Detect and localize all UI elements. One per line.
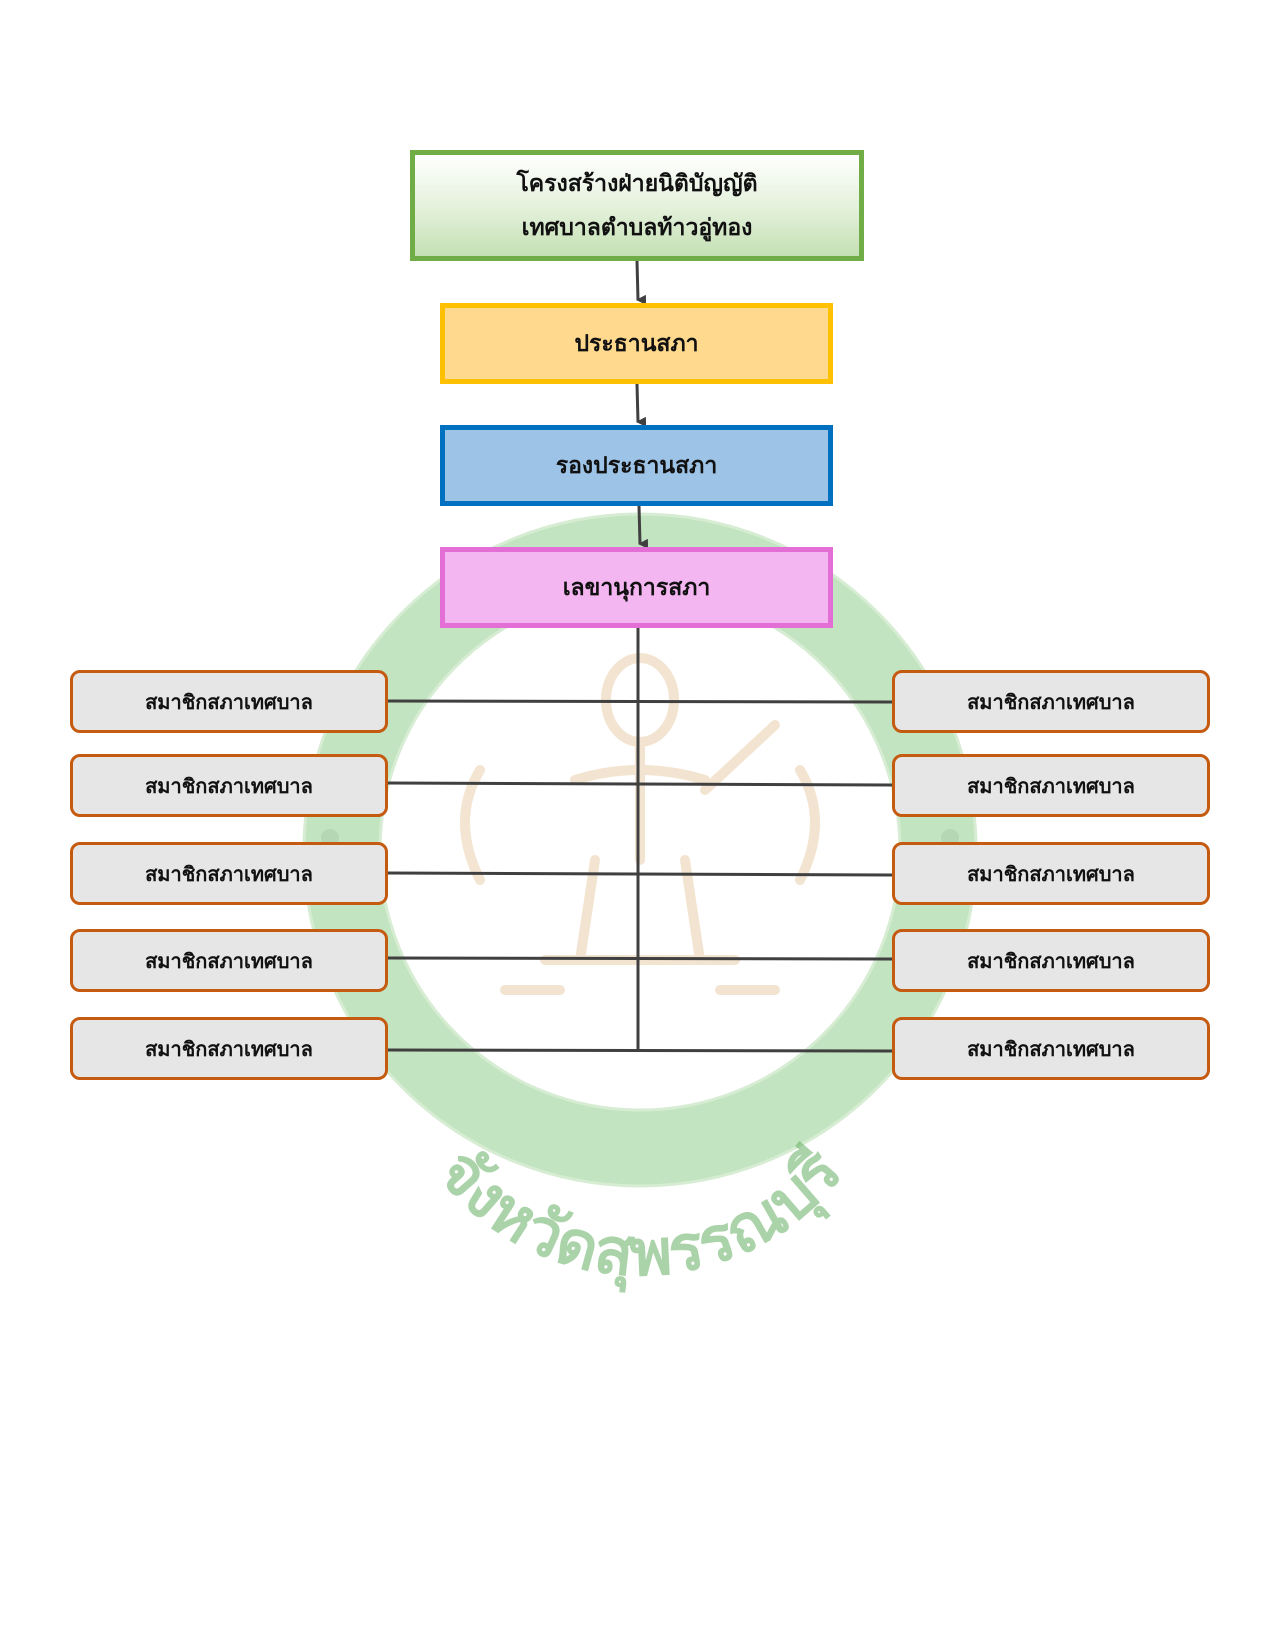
- vice-chair-box: รองประธานสภา: [440, 425, 833, 506]
- member-label: สมาชิกสภาเทศบาล: [967, 1036, 1135, 1061]
- council-chair-box: ประธานสภา: [440, 303, 833, 384]
- chart-title-line-2: เทศบาลตำบลท้าวอู่ทอง: [521, 214, 753, 241]
- branch-line-1: [387, 699, 893, 704]
- chart-title-box: โครงสร้างฝ่ายนิติบัญญัติ เทศบาลตำบลท้าวอ…: [410, 150, 864, 261]
- member-label: สมาชิกสภาเทศบาล: [145, 689, 313, 714]
- arrow-vice-to-secretary: [637, 505, 649, 549]
- member-label: สมาชิกสภาเทศบาล: [145, 948, 313, 973]
- member-label: สมาชิกสภาเทศบาล: [145, 861, 313, 886]
- member-box-left-3: สมาชิกสภาเทศบาล: [70, 842, 388, 905]
- member-box-right-2: สมาชิกสภาเทศบาล: [892, 754, 1210, 817]
- member-label: สมาชิกสภาเทศบาล: [967, 689, 1135, 714]
- member-label: สมาชิกสภาเทศบาล: [967, 773, 1135, 798]
- member-label: สมาชิกสภาเทศบาล: [967, 861, 1135, 886]
- member-box-left-4: สมาชิกสภาเทศบาล: [70, 929, 388, 992]
- branch-line-5: [387, 1048, 893, 1053]
- member-box-left-2: สมาชิกสภาเทศบาล: [70, 754, 388, 817]
- chart-title-line-1: โครงสร้างฝ่ายนิติบัญญัติ: [516, 170, 758, 197]
- member-box-right-1: สมาชิกสภาเทศบาล: [892, 670, 1210, 733]
- secretary-label: เลขานุการสภา: [562, 574, 711, 601]
- branch-line-2: [387, 781, 893, 787]
- member-box-right-4: สมาชิกสภาเทศบาล: [892, 929, 1210, 992]
- member-label: สมาชิกสภาเทศบาล: [145, 773, 313, 798]
- secretary-box: เลขานุการสภา: [440, 547, 833, 628]
- branch-line-3: [387, 871, 893, 877]
- seal-bottom-text: จังหวัดสุพรรณบุรี: [423, 1135, 856, 1293]
- arrow-title-to-chair: [635, 260, 647, 305]
- member-box-left-5: สมาชิกสภาเทศบาล: [70, 1017, 388, 1080]
- council-chair-label: ประธานสภา: [574, 330, 699, 357]
- arrow-chair-to-vice: [635, 383, 647, 427]
- member-box-left-1: สมาชิกสภาเทศบาล: [70, 670, 388, 733]
- member-label: สมาชิกสภาเทศบาล: [145, 1036, 313, 1061]
- branch-line-4: [387, 956, 893, 961]
- member-box-right-5: สมาชิกสภาเทศบาล: [892, 1017, 1210, 1080]
- member-label: สมาชิกสภาเทศบาล: [967, 948, 1135, 973]
- vice-chair-label: รองประธานสภา: [555, 452, 718, 479]
- member-box-right-3: สมาชิกสภาเทศบาล: [892, 842, 1210, 905]
